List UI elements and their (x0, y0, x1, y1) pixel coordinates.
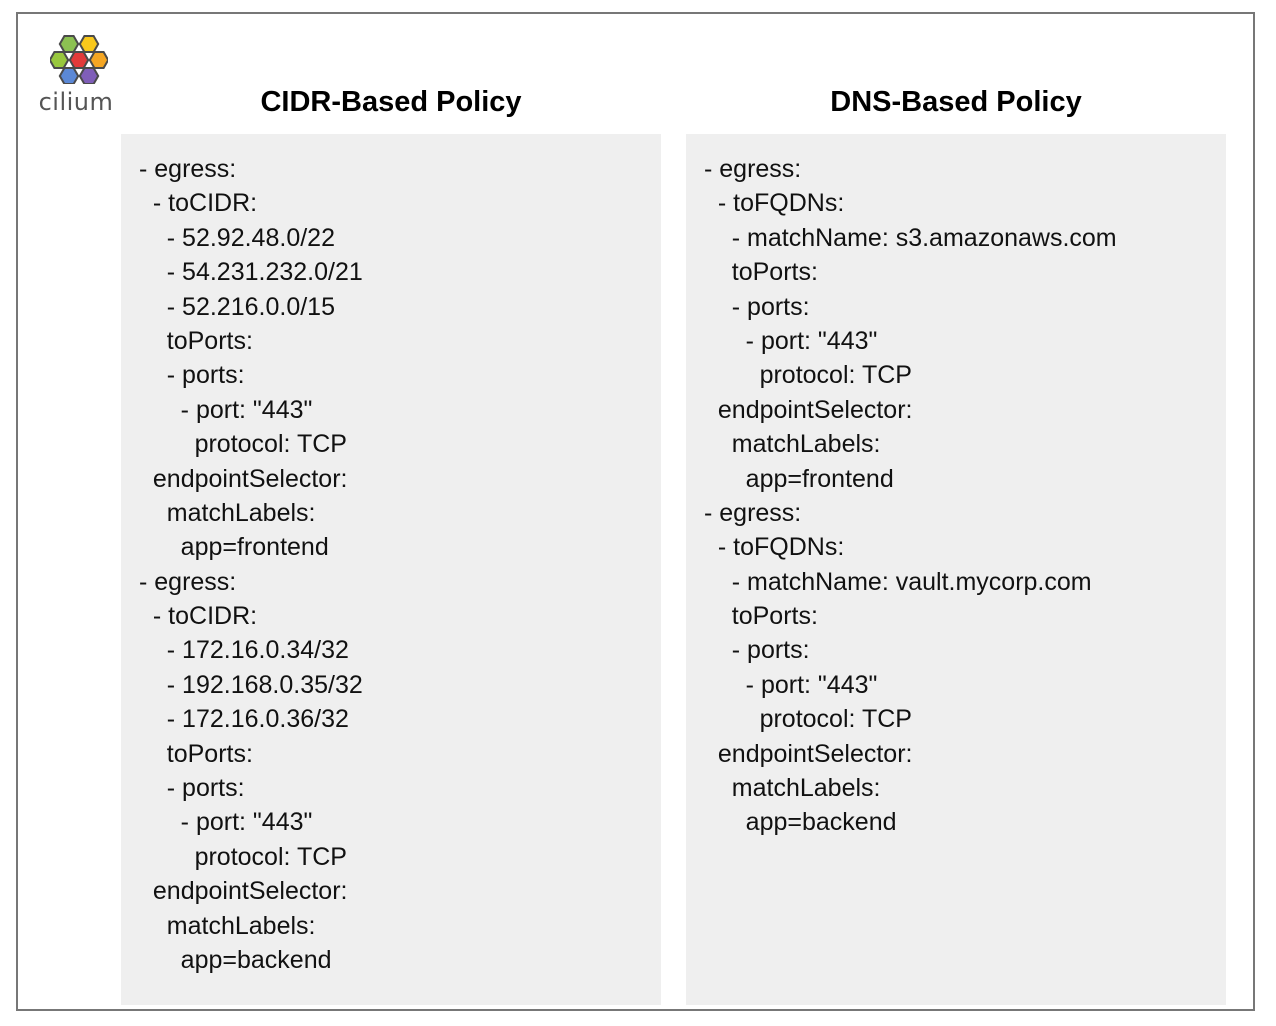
cidr-policy-code: - egress: - toCIDR: - 52.92.48.0/22 - 54… (139, 152, 363, 977)
code-line: app=frontend (704, 464, 894, 493)
code-line: - 172.16.0.36/32 (139, 705, 349, 734)
code-line: matchLabels: (139, 498, 316, 527)
code-line: matchLabels: (139, 911, 316, 940)
code-line: toPorts: (704, 602, 818, 631)
code-line: matchLabels: (704, 774, 881, 803)
code-line: - 52.216.0.0/15 (139, 292, 335, 321)
code-line: endpointSelector: (704, 739, 913, 768)
code-line: - toCIDR: (139, 189, 258, 218)
dns-policy-code: - egress: - toFQDNs: - matchName: s3.ama… (704, 152, 1117, 840)
code-line: - toCIDR: (139, 602, 258, 631)
code-line: - toFQDNs: (704, 189, 845, 218)
code-line: app=backend (139, 945, 332, 974)
code-line: - egress: (139, 155, 237, 183)
code-line: protocol: TCP (139, 842, 347, 871)
code-line: - 54.231.232.0/21 (139, 258, 363, 287)
code-line: - 192.168.0.35/32 (139, 670, 363, 699)
code-line: toPorts: (139, 326, 253, 355)
code-line: matchLabels: (704, 430, 881, 459)
code-line: toPorts: (704, 258, 818, 287)
logo-text: cilium (38, 88, 114, 116)
code-line: - matchName: s3.amazonaws.com (704, 223, 1117, 252)
code-line: protocol: TCP (704, 361, 912, 390)
code-line: - port: "443" (704, 326, 878, 355)
hexagon-icon (78, 67, 100, 84)
cidr-policy-title: CIDR-Based Policy (260, 86, 522, 118)
code-line: - egress: (704, 155, 802, 183)
code-line: - toFQDNs: (704, 533, 845, 562)
hexagon-icon (58, 35, 80, 53)
code-line: endpointSelector: (139, 877, 348, 906)
code-line: - port: "443" (704, 670, 878, 699)
code-line: - ports: (139, 361, 245, 390)
code-line: app=frontend (139, 533, 329, 562)
hexagon-icon (50, 51, 70, 69)
code-line: - egress: (704, 498, 802, 527)
cidr-policy-panel: - egress: - toCIDR: - 52.92.48.0/22 - 54… (121, 134, 661, 1005)
code-line: protocol: TCP (139, 430, 347, 459)
code-line: - 172.16.0.34/32 (139, 636, 349, 665)
hexagon-icon (68, 51, 90, 69)
code-line: endpointSelector: (704, 395, 913, 424)
code-line: - egress: (139, 567, 237, 596)
code-line: - ports: (139, 774, 245, 803)
hexagon-icon (58, 67, 80, 84)
code-line: - port: "443" (139, 395, 313, 424)
hexagon-cluster-icon (50, 35, 108, 84)
hexagon-icon (78, 35, 100, 53)
dns-policy-title: DNS-Based Policy (830, 86, 1082, 118)
hexagon-icon (88, 51, 108, 69)
code-line: - ports: (704, 292, 810, 321)
dns-policy-panel: - egress: - toFQDNs: - matchName: s3.ama… (686, 134, 1226, 1005)
code-line: - matchName: vault.mycorp.com (704, 567, 1092, 596)
code-line: protocol: TCP (704, 705, 912, 734)
code-line: - 52.92.48.0/22 (139, 223, 335, 252)
code-line: - port: "443" (139, 808, 313, 837)
code-line: app=backend (704, 808, 897, 837)
code-line: endpointSelector: (139, 464, 348, 493)
cilium-logo: cilium (36, 34, 116, 120)
code-line: toPorts: (139, 739, 253, 768)
code-line: - ports: (704, 636, 810, 665)
